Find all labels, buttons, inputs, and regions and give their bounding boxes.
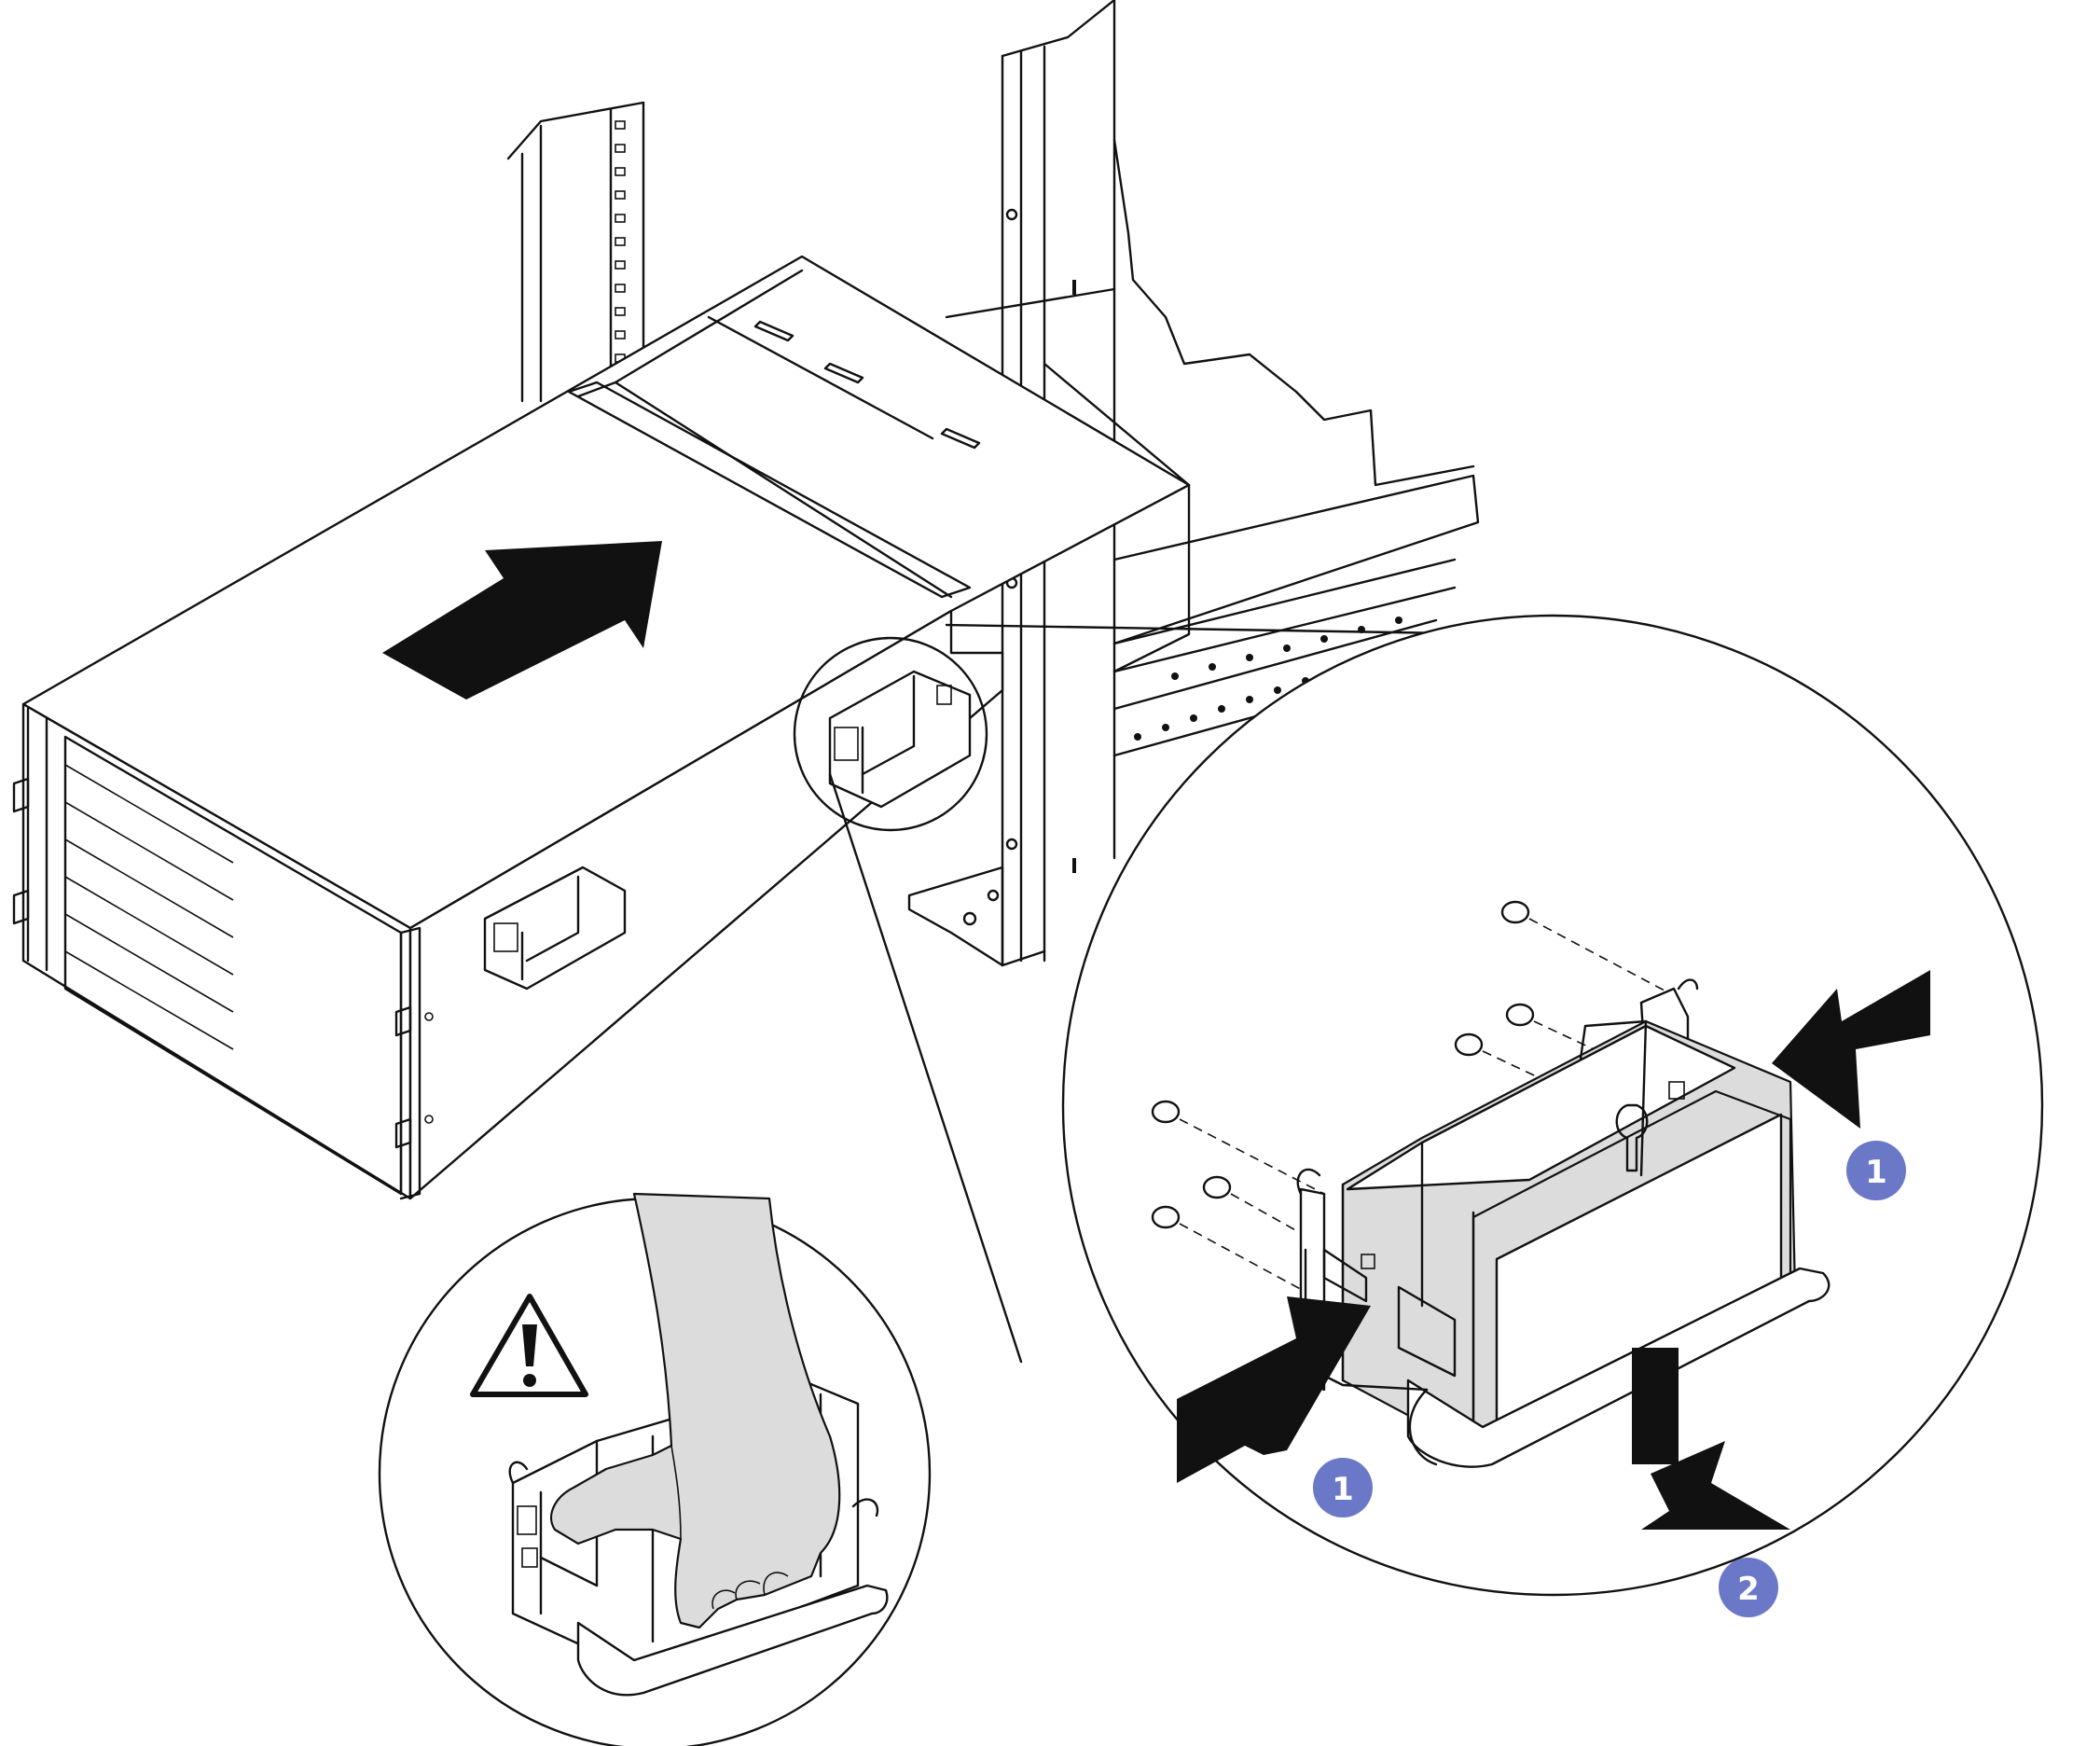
rack-post-holes [615,120,626,363]
svg-text:2: 2 [1737,1571,1760,1608]
server-chassis [12,255,1191,1200]
squeeze-arrow-right [1772,970,1930,1129]
rack-handle [1296,978,1831,1468]
squeeze-arrow-left [1177,1296,1371,1483]
detail-circle-hand [378,1192,932,1746]
pull-out-arrow [1632,1348,1790,1530]
detail-circle-large: 1 1 2 [1061,614,2044,1617]
side-handle-small [483,866,627,991]
mounting-pins [1151,900,1679,1293]
svg-text:1: 1 [1332,1471,1354,1508]
detail-circle-small [793,636,988,832]
callout-2: 2 [1719,1558,1778,1617]
callout-1b: 1 [1313,1458,1373,1517]
callout-1a: 1 [1846,1141,1906,1200]
svg-text:1: 1 [1865,1154,1887,1191]
push-direction-arrow [382,541,662,700]
warning-triangle-icon [470,1294,588,1397]
gloved-hand [549,1192,841,1629]
